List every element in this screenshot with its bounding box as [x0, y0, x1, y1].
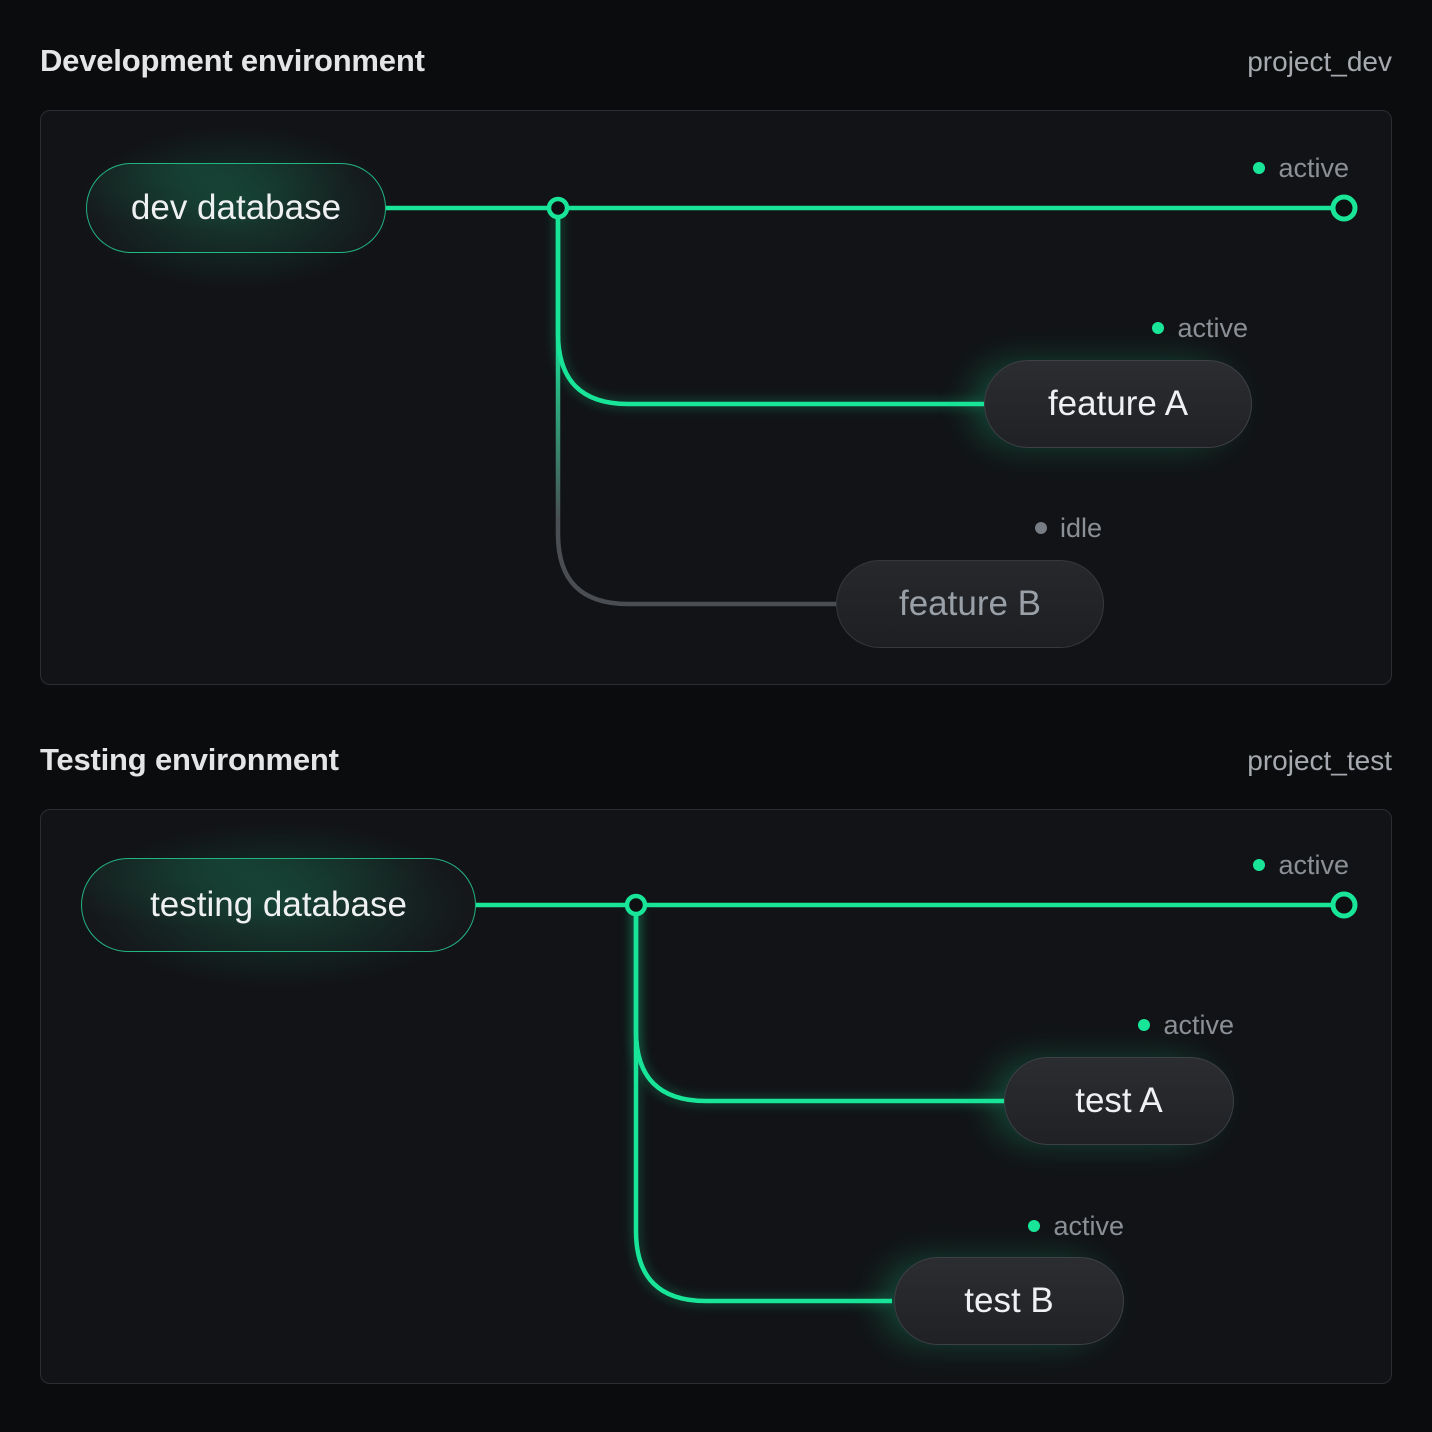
project-name: project_test: [1247, 745, 1392, 776]
status-badge-main: active: [1253, 153, 1349, 183]
branch-line-feature-b: [555, 208, 836, 607]
status-label: active: [1177, 313, 1248, 343]
status-badge-main: active: [1253, 850, 1349, 880]
section-header: Development environment project_dev: [40, 42, 1392, 80]
main-branch-endpoint-node[interactable]: [1330, 891, 1358, 919]
status-dot-icon: [1253, 859, 1266, 871]
status-dot-icon: [1028, 1220, 1041, 1232]
branch-junction-node[interactable]: [624, 893, 648, 917]
node-dev-database[interactable]: dev database: [17, 94, 455, 322]
node-label: test B: [964, 1281, 1054, 1320]
node-label: dev database: [130, 188, 342, 227]
branch-line-test-a: [633, 905, 1004, 1104]
status-badge-test-b: active: [1028, 1211, 1124, 1241]
section-header: Testing environment project_test: [40, 741, 1392, 779]
branch-wires: [476, 891, 1358, 1307]
branch-line-feature-a: [555, 208, 984, 407]
section-title: Testing environment: [40, 742, 339, 777]
status-badge-feature-a: active: [1152, 313, 1248, 343]
branching-diagram-page: Development environment project_dev: [0, 42, 1432, 1384]
node-test-a[interactable]: test A: [1004, 1057, 1234, 1145]
status-label: idle: [1059, 513, 1102, 543]
project-name: project_dev: [1247, 46, 1392, 77]
node-label: feature B: [898, 584, 1042, 623]
node-label: test A: [1075, 1081, 1163, 1120]
node-testing-database[interactable]: testing database: [12, 789, 545, 1021]
status-label: active: [1278, 153, 1349, 183]
section-development: Development environment project_dev: [17, 42, 1392, 685]
branch-wires: [386, 194, 1358, 607]
status-label: active: [1163, 1010, 1234, 1040]
status-label: active: [1278, 850, 1349, 880]
status-label: active: [1053, 1211, 1124, 1241]
branch-a-glow: [552, 208, 984, 410]
status-dot-icon: [1253, 162, 1266, 174]
status-badge-test-a: active: [1138, 1010, 1234, 1040]
branch-junction-node[interactable]: [546, 196, 570, 220]
status-badge-feature-b: idle: [1034, 513, 1102, 543]
status-dot-icon: [1138, 1019, 1151, 1031]
status-dot-icon: [1152, 322, 1165, 334]
node-test-b[interactable]: test B: [894, 1257, 1124, 1345]
node-label: feature A: [1047, 384, 1189, 423]
branch-line-test-b: [633, 905, 892, 1304]
node-label: testing database: [150, 885, 407, 924]
development-panel: dev database active feature A active fea…: [17, 94, 1392, 685]
testing-panel: testing database active test A active te…: [12, 789, 1392, 1384]
node-feature-a[interactable]: feature A: [984, 360, 1252, 448]
section-testing: Testing environment project_test: [12, 741, 1392, 1384]
node-feature-b[interactable]: feature B: [836, 560, 1104, 648]
section-title: Development environment: [40, 43, 425, 78]
main-branch-endpoint-node[interactable]: [1330, 194, 1358, 222]
status-dot-icon: [1034, 522, 1047, 534]
branch-a-glow: [630, 905, 1004, 1107]
